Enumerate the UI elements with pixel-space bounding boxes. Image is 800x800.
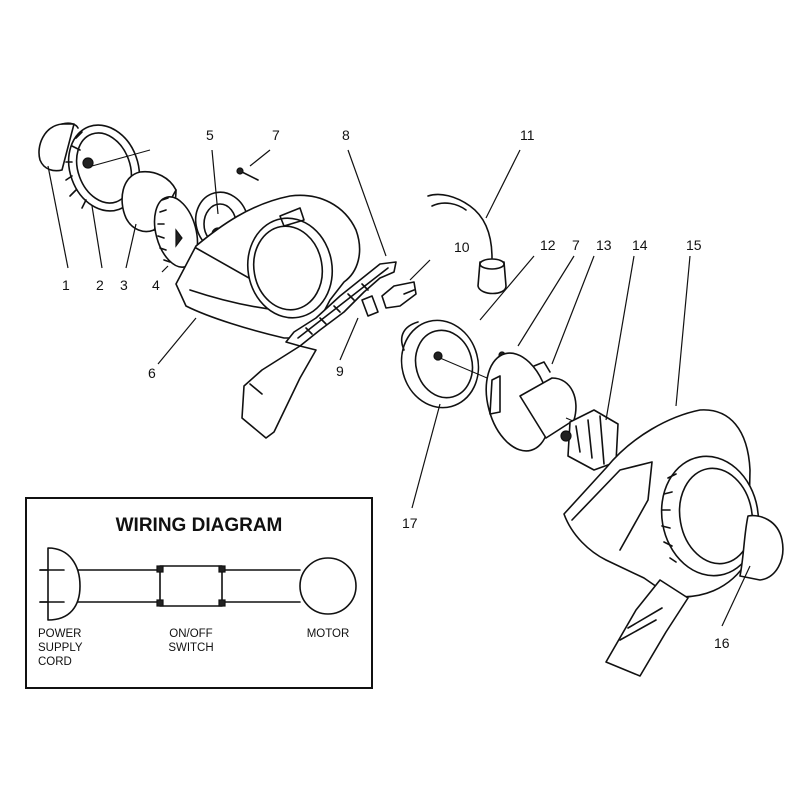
- callout-4: 4: [152, 277, 160, 293]
- callout-7a: 7: [272, 127, 280, 143]
- callout-3: 3: [120, 277, 128, 293]
- switch-symbol: [159, 565, 223, 607]
- callout-10: 10: [454, 239, 470, 255]
- callout-1: 1: [62, 277, 70, 293]
- callout-5: 5: [206, 127, 214, 143]
- callout-6: 6: [148, 365, 156, 381]
- callout-numbers: 1 2 3 4 5 6 7 8 9 10 11 12 7 13 14 15 16…: [62, 127, 730, 651]
- part-16-rear-cap: [739, 514, 784, 581]
- motor-label: MOTOR: [307, 628, 350, 640]
- part-8-strap: [285, 261, 397, 347]
- part-14-motor: [560, 409, 619, 471]
- callout-2: 2: [96, 277, 104, 293]
- part-2-grip-ring: [65, 124, 151, 212]
- motor-symbol: [299, 557, 357, 615]
- switch-label-line1: ON/OFF: [169, 628, 212, 640]
- callout-8: 8: [342, 127, 350, 143]
- callout-12: 12: [540, 237, 556, 253]
- power-label-line3: CORD: [38, 656, 72, 668]
- switch-label-line2: SWITCH: [168, 642, 213, 654]
- part-7-screw-a: [236, 167, 259, 181]
- part-11-power-cord: [427, 193, 507, 295]
- power-label-line1: POWER: [38, 628, 81, 640]
- callout-15: 15: [686, 237, 702, 253]
- part-10-switch: [381, 281, 417, 309]
- part-9-clip: [361, 295, 379, 317]
- callout-14: 14: [632, 237, 648, 253]
- callout-11: 11: [520, 127, 535, 143]
- part-4-gear-hub: [153, 196, 199, 268]
- callout-17: 17: [402, 515, 418, 531]
- wiring-diagram-title: WIRING DIAGRAM: [116, 515, 283, 536]
- callout-13: 13: [596, 237, 612, 253]
- part-15-rear-housing: [563, 409, 760, 677]
- callout-7b: 7: [572, 237, 580, 253]
- part-13-motor-can: [485, 352, 581, 452]
- callout-16: 16: [714, 635, 730, 651]
- leader-lines: [47, 149, 751, 627]
- callout-9: 9: [336, 363, 344, 379]
- part-1-end-cap: [38, 122, 79, 172]
- part-6-front-housing: [175, 194, 361, 439]
- part-12-bearing-ring: [400, 319, 521, 409]
- power-label-line2: SUPPLY: [38, 642, 83, 654]
- wiring-diagram: WIRING DIAGRAM POWER SUPPLY CORD ON/OFF …: [25, 497, 373, 689]
